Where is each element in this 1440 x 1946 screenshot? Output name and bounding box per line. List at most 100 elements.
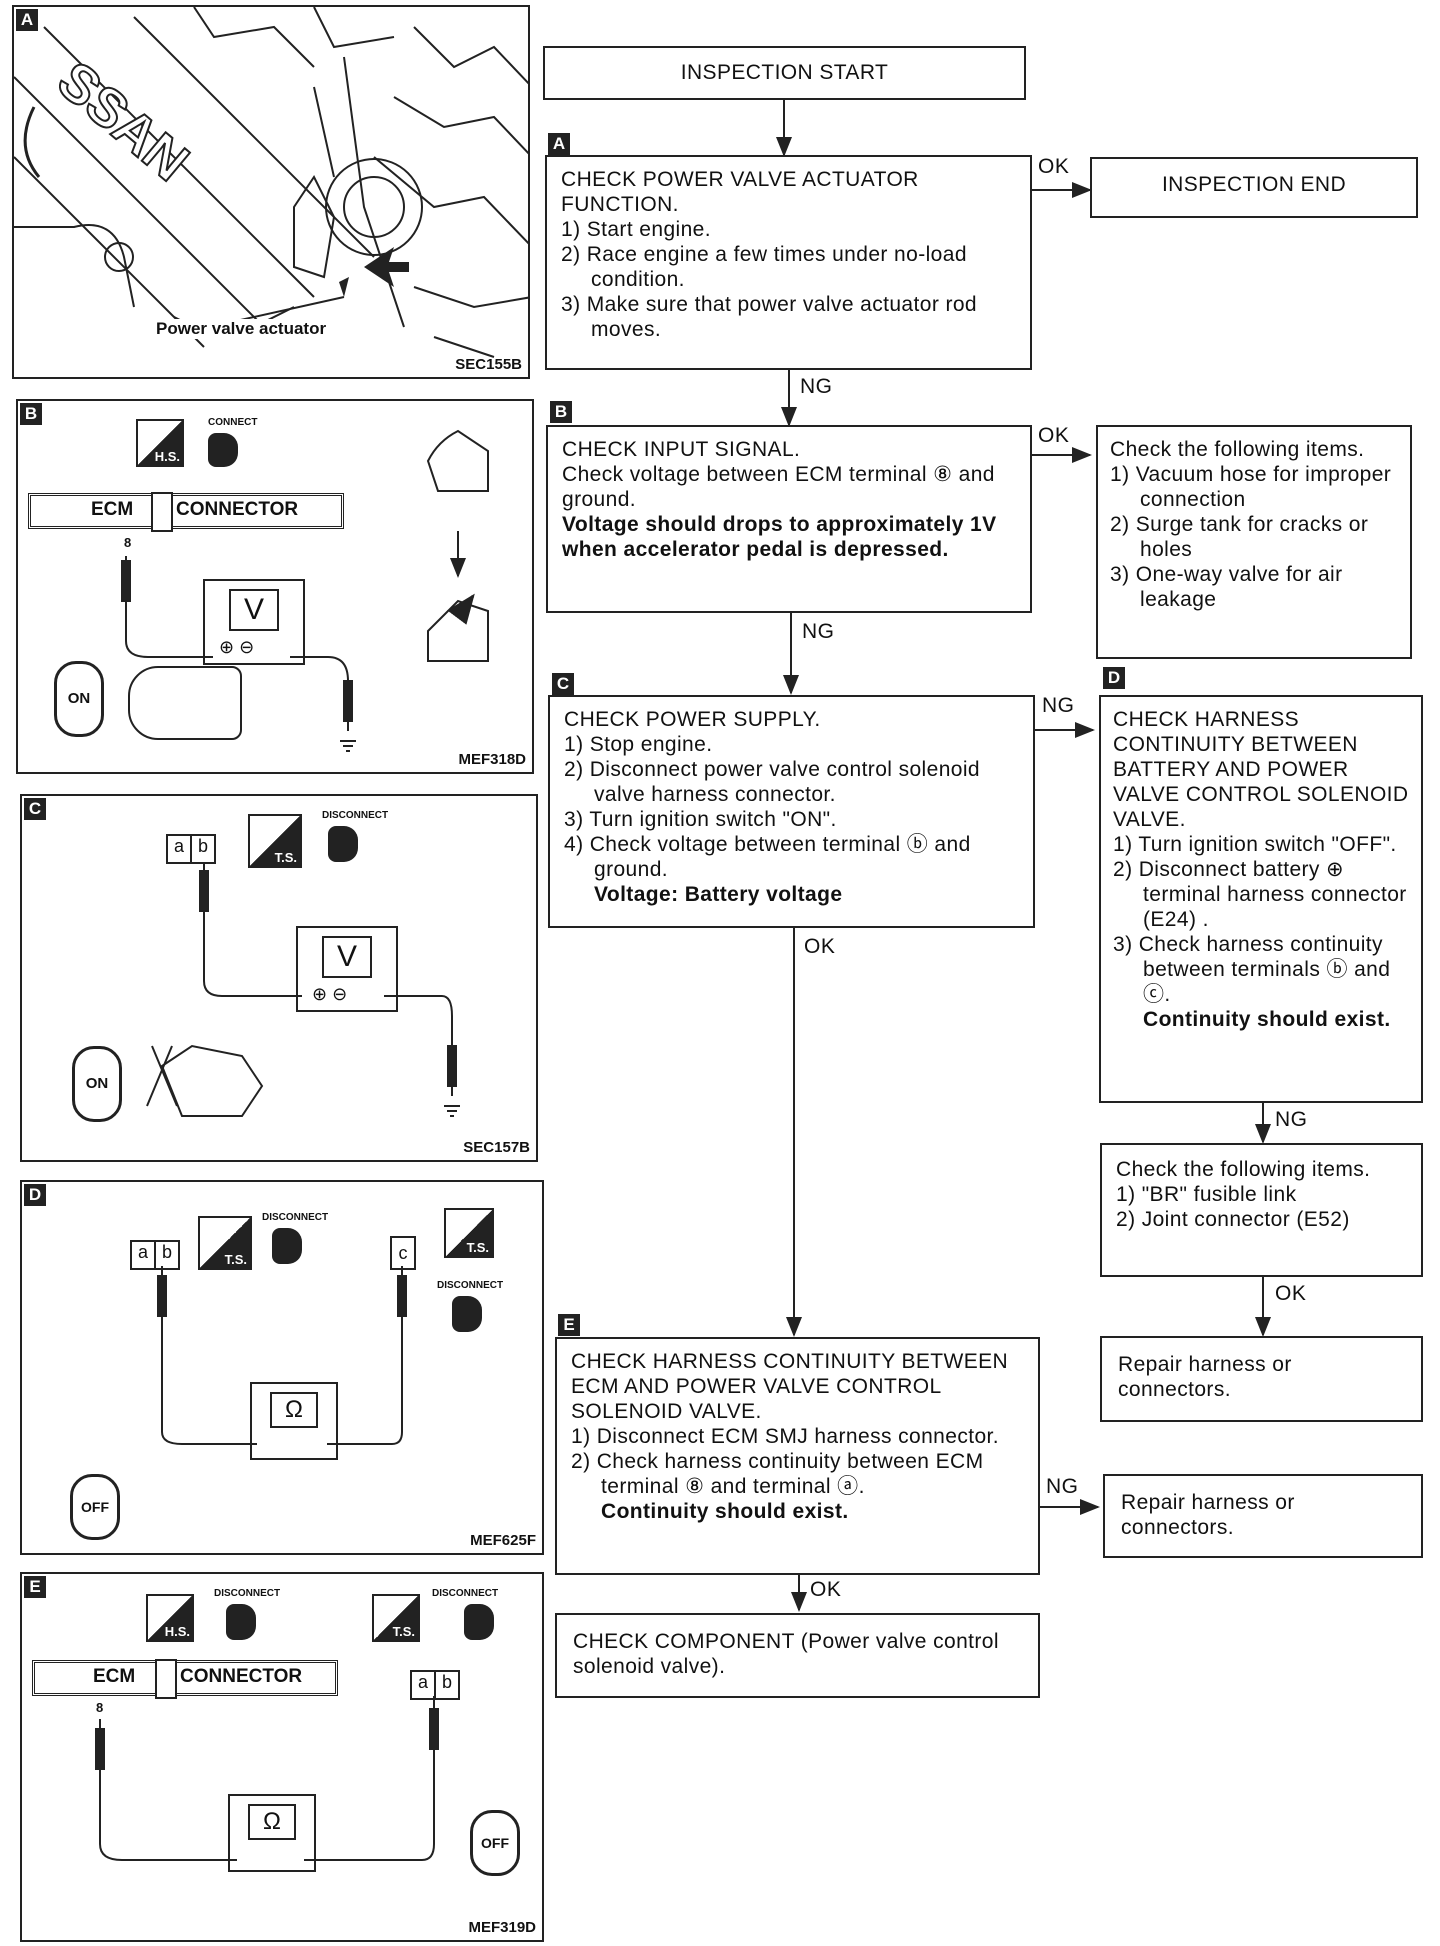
check-items-box-d: Check the following items. 1) "BR" fusib… <box>1100 1143 1423 1277</box>
ecm-connector: ECM CONNECTOR <box>32 1659 338 1699</box>
step-tag-d: D <box>1103 667 1125 689</box>
step-d-item: 3) Check harness continuity between term… <box>1113 933 1391 1006</box>
ignition-key-icon: OFF <box>470 1810 520 1876</box>
inspection-start-box: INSPECTION START <box>543 46 1026 100</box>
figure-e: E H.S. DISCONNECT T.S. DISCONNECT ECM CO… <box>20 1572 544 1942</box>
step-e-criteria: Continuity should exist. <box>601 1500 849 1523</box>
terminal-a: a <box>132 1242 156 1268</box>
figure-d: D a b T.S. DISCONNECT c T.S. DISCONNECT … <box>20 1180 544 1555</box>
check-items-box-b: Check the following items. 1) Vacuum hos… <box>1096 425 1412 659</box>
disconnect-label: DISCONNECT <box>262 1212 329 1223</box>
ecm-pin-number: 8 <box>96 1700 104 1715</box>
check-item: 1) "BR" fusible link <box>1116 1183 1297 1206</box>
ng-label: NG <box>1042 694 1075 717</box>
repair-text: Repair harness or connectors. <box>1118 1353 1292 1401</box>
step-c-criteria: Voltage: Battery voltage <box>594 883 843 906</box>
terminal-a: a <box>168 836 192 862</box>
ts-badge: T.S. <box>444 1208 494 1258</box>
key-position: OFF <box>81 1499 109 1515</box>
inspection-start-text: INSPECTION START <box>680 61 889 84</box>
hs-badge: H.S. <box>146 1594 194 1642</box>
figure-ref: MEF319D <box>468 1919 536 1936</box>
wiring-c <box>146 862 460 1117</box>
figure-tag: E <box>24 1576 46 1598</box>
disconnect-label: DISCONNECT <box>322 810 389 821</box>
connector-icon <box>208 433 238 467</box>
step-c-box: CHECK POWER SUPPLY. 1) Stop engine. 2) D… <box>548 695 1035 928</box>
connector-icon <box>226 1604 256 1640</box>
step-e-item: 2) Check harness continuity between ECM … <box>571 1450 984 1498</box>
step-b-box: CHECK INPUT SIGNAL. Check voltage betwee… <box>546 425 1032 613</box>
wiring-e <box>95 1696 439 1861</box>
harness-connector: a b <box>166 834 216 864</box>
ng-label: NG <box>1275 1108 1308 1131</box>
ok-label: OK <box>810 1578 842 1601</box>
disconnect-label: DISCONNECT <box>437 1280 504 1291</box>
ignition-key-icon: OFF <box>70 1474 120 1540</box>
check-item: 1) Vacuum hose for improper connection <box>1110 463 1392 511</box>
step-d-item: 1) Turn ignition switch "OFF". <box>1113 833 1397 856</box>
terminal-a: a <box>412 1672 436 1698</box>
inspection-end-box: INSPECTION END <box>1090 157 1418 218</box>
meter-symbol: V <box>229 589 279 631</box>
meter-symbol: Ω <box>248 1804 296 1840</box>
connector-label: CONNECTOR <box>176 499 299 520</box>
ng-label: NG <box>802 620 835 643</box>
check-component-text: CHECK COMPONENT (Power valve control sol… <box>573 1630 999 1678</box>
check-item: 3) One-way valve for air leakage <box>1110 563 1343 611</box>
engine-icon <box>128 666 242 740</box>
check-component-box: CHECK COMPONENT (Power valve control sol… <box>555 1613 1040 1698</box>
step-e-item: 1) Disconnect ECM SMJ harness connector. <box>571 1425 1000 1448</box>
repair-box-2: Repair harness or connectors. <box>1103 1474 1423 1558</box>
step-a-box: CHECK POWER VALVE ACTUATOR FUNCTION. 1) … <box>545 155 1032 370</box>
step-tag-e: E <box>558 1314 580 1336</box>
ok-label: OK <box>1038 155 1070 178</box>
step-d-title: CHECK HARNESS CONTINUITY BETWEEN BATTERY… <box>1113 708 1409 831</box>
connector-label: CONNECTOR <box>180 1666 303 1687</box>
hs-label: H.S. <box>164 1624 190 1639</box>
ng-label: NG <box>800 375 833 398</box>
ts-badge: T.S. <box>248 814 302 868</box>
step-tag-a: A <box>548 133 570 155</box>
repair-box-1: Repair harness or connectors. <box>1100 1336 1423 1422</box>
hs-label: H.S. <box>154 449 180 464</box>
disconnect-label: DISCONNECT <box>214 1588 281 1599</box>
wiring-d <box>157 1266 407 1445</box>
power-valve-actuator-label: Power valve actuator <box>154 319 329 339</box>
ecm-label: ECM <box>93 1666 136 1687</box>
meter-symbol: Ω <box>270 1392 318 1428</box>
terminal-b: b <box>441 1672 452 1692</box>
check-item: 2) Surge tank for cracks or holes <box>1110 513 1369 561</box>
terminal-b: b <box>161 1242 172 1262</box>
figure-tag: D <box>24 1184 46 1206</box>
step-d-box: CHECK HARNESS CONTINUITY BETWEEN BATTERY… <box>1099 695 1423 1103</box>
ecm-pin-number: 8 <box>124 535 132 550</box>
figure-ref: SEC155B <box>455 356 522 373</box>
step-d-item: 2) Disconnect battery ⊕ terminal harness… <box>1113 858 1407 931</box>
step-c-item: 3) Turn ignition switch "ON". <box>564 808 837 831</box>
wiring-b <box>121 429 489 752</box>
figure-ref: MEF625F <box>470 1532 536 1549</box>
ok-label: OK <box>1275 1282 1307 1305</box>
step-c-title: CHECK POWER SUPPLY. <box>564 708 821 731</box>
figure-a: A SSAN Power valve actuator SEC155B <box>12 5 530 379</box>
step-c-item: 4) Check voltage between terminal ⓑ and … <box>564 833 971 881</box>
check-items-title: Check the following items. <box>1110 438 1365 461</box>
step-a-item: 2) Race engine a few times under no-load… <box>561 243 967 291</box>
key-position: ON <box>67 690 91 707</box>
ts-label: T.S. <box>274 850 297 865</box>
step-c-item: 1) Stop engine. <box>564 733 713 756</box>
figure-ref: SEC157B <box>463 1139 530 1156</box>
step-a-item: 3) Make sure that power valve actuator r… <box>561 293 977 341</box>
connect-label: CONNECT <box>208 417 258 428</box>
step-tag-b: B <box>550 401 572 423</box>
connector-icon <box>328 826 358 862</box>
step-d-criteria: Continuity should exist. <box>1143 1008 1391 1031</box>
figure-b: B H.S. CONNECT ECM CONNECTOR 8 V ⊕ ⊖ ON … <box>16 399 534 774</box>
ok-label: OK <box>1038 424 1070 447</box>
voltmeter-icon: V ⊕ ⊖ <box>296 926 398 1012</box>
step-tag-c: C <box>552 673 574 695</box>
ecm-connector: ECM CONNECTOR <box>28 492 344 532</box>
disconnect-label: DISCONNECT <box>432 1588 499 1599</box>
ng-label: NG <box>1046 1475 1079 1498</box>
